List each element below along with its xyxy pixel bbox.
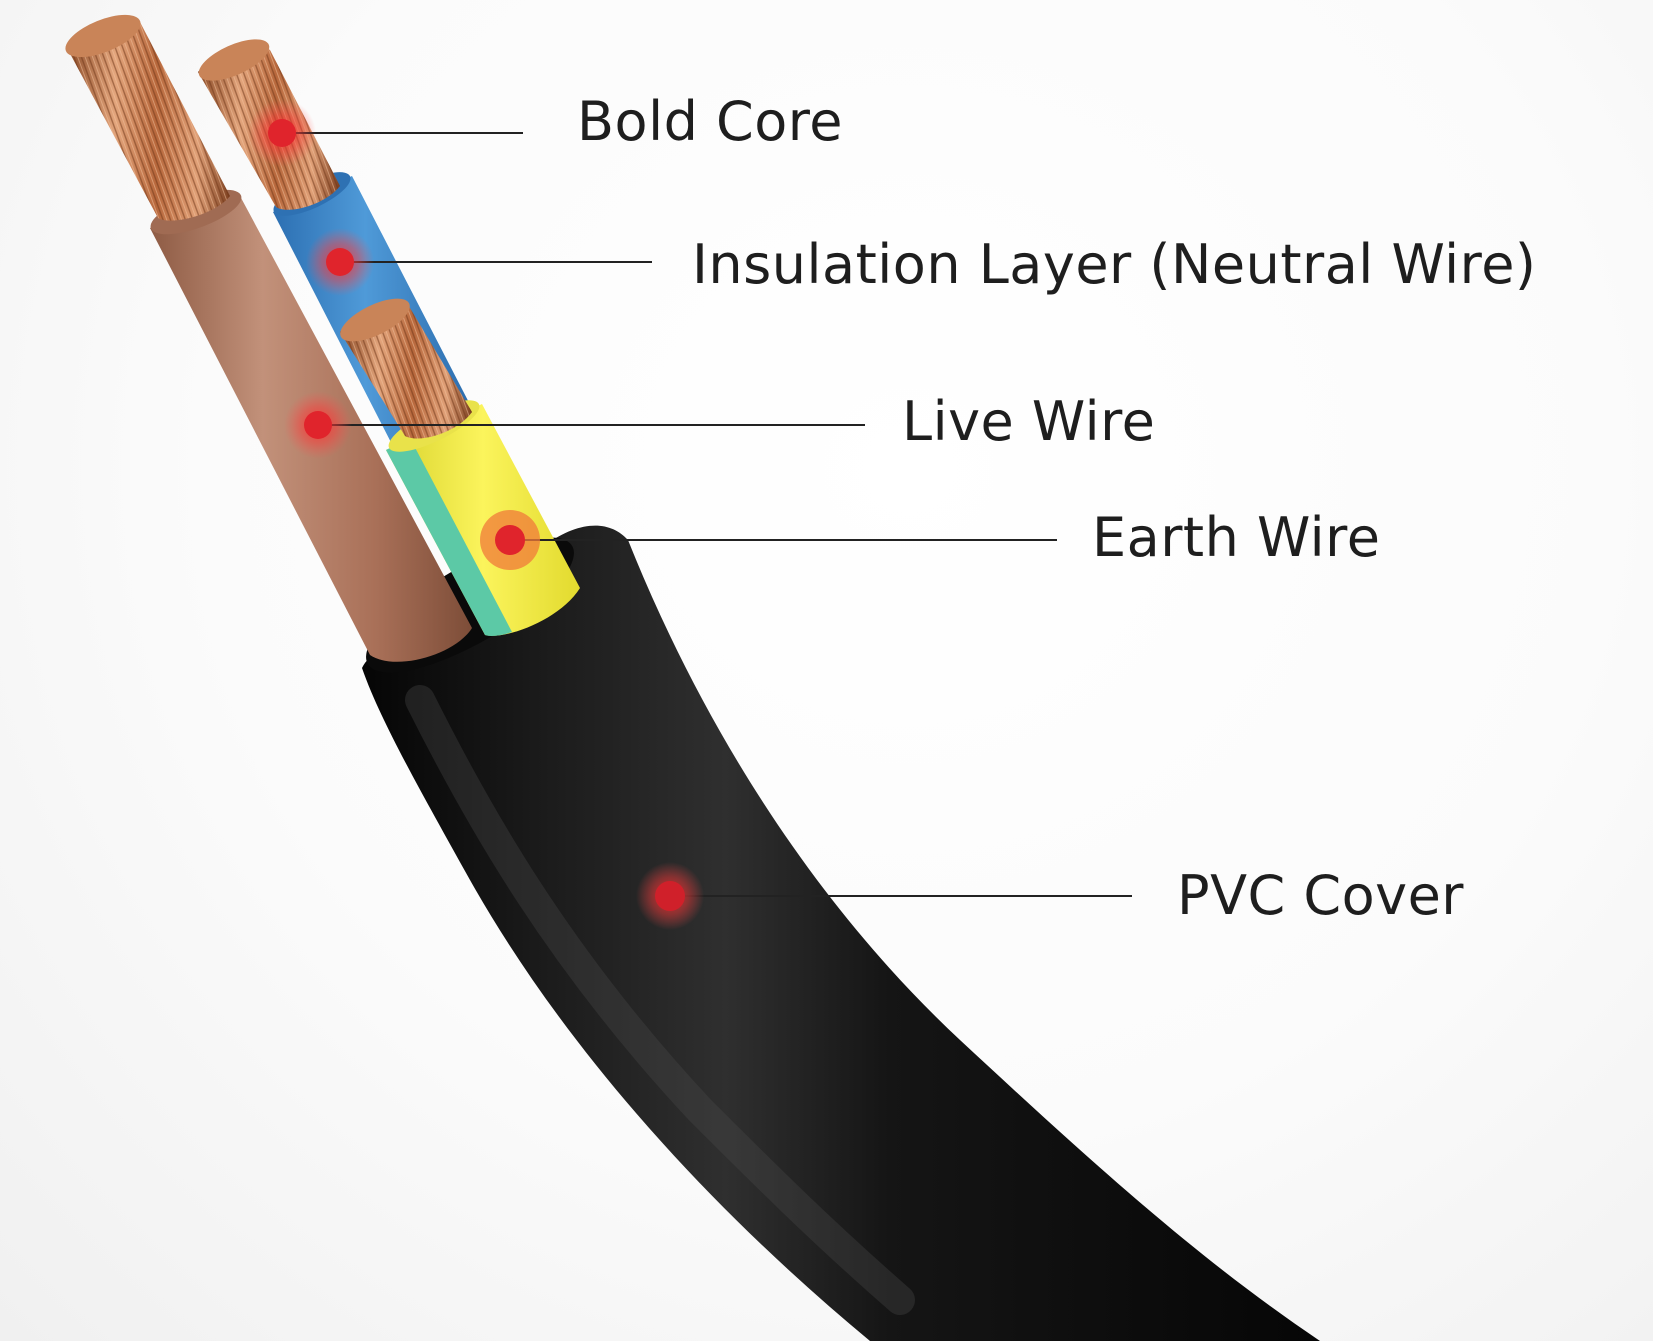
marker-dot-pvc-cover [636, 862, 704, 930]
marker-dot-bold-core [248, 99, 316, 167]
earth-insulation [386, 404, 580, 636]
copper-strands-earth [340, 305, 472, 439]
label-bold-core: Bold Core [577, 90, 844, 153]
label-insulation-layer: Insulation Layer (Neutral Wire) [692, 233, 1537, 296]
marker-dot-earth-wire [480, 510, 540, 570]
label-pvc-cover: PVC Cover [1177, 864, 1464, 927]
marker-dot-live-wire [284, 391, 352, 459]
copper-end-earth [340, 298, 410, 342]
pvc-cover-jacket [362, 525, 1320, 1341]
earth-green-stripe [386, 438, 512, 636]
copper-end-brown [65, 14, 141, 58]
label-earth-wire: Earth Wire [1092, 506, 1381, 569]
pvc-cover-highlight [405, 685, 915, 1315]
marker-dot-insulation [306, 228, 374, 296]
label-live-wire: Live Wire [902, 390, 1156, 453]
copper-end-blue [198, 39, 270, 81]
copper-strands-brown [66, 19, 230, 221]
marker-dots [248, 99, 704, 930]
leader-lines [285, 132, 1132, 897]
